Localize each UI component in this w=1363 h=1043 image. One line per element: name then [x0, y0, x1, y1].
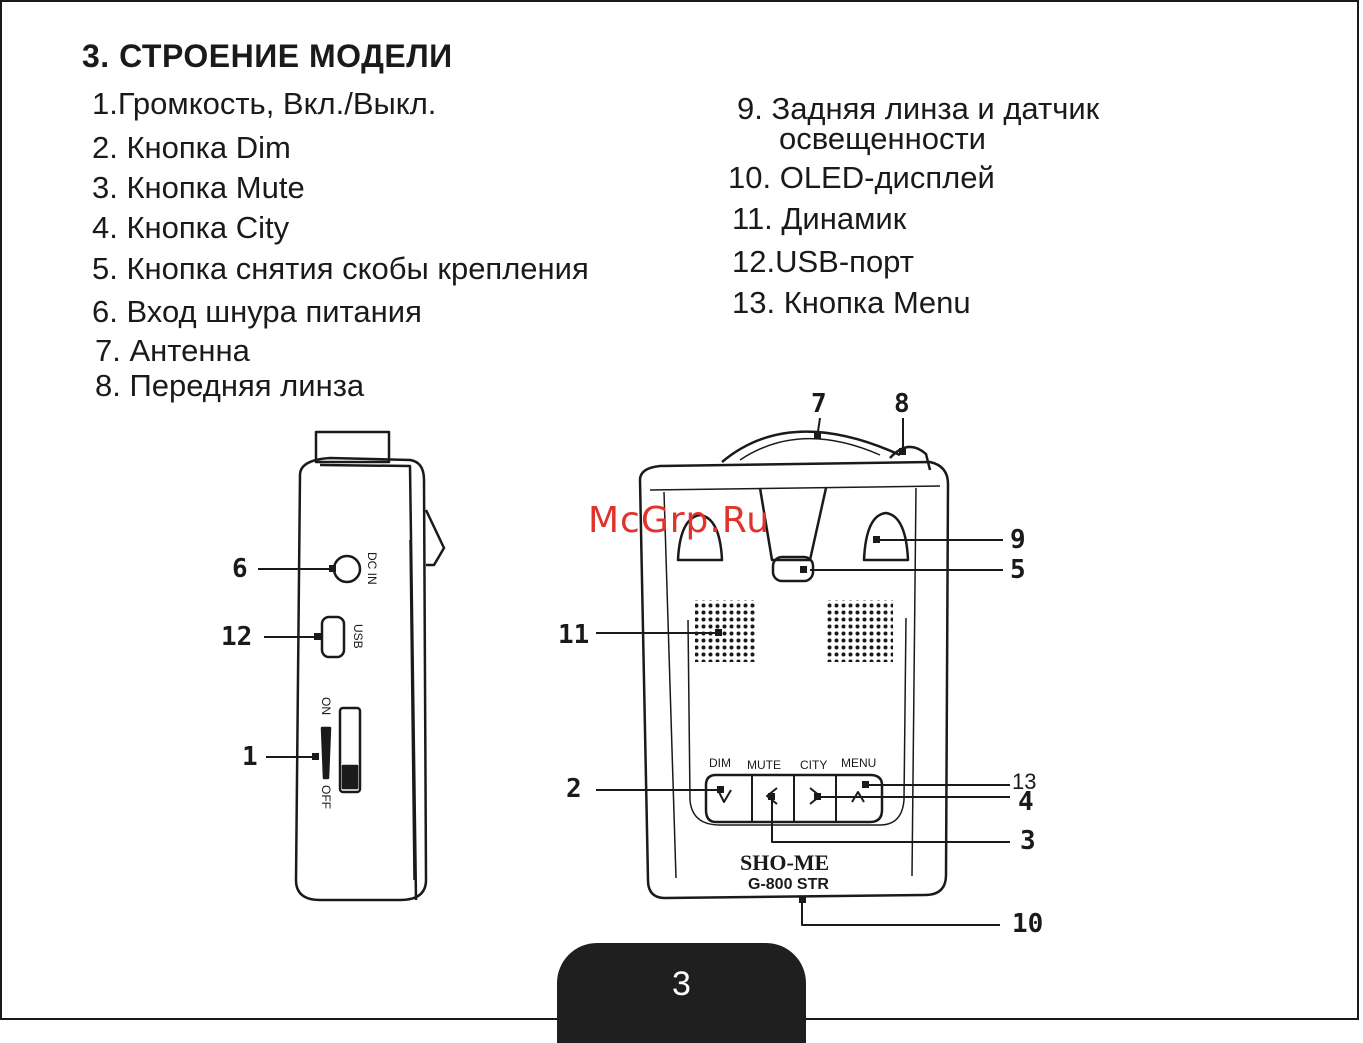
list-item-9-line2: освещенности — [737, 121, 986, 157]
callout-13: 13 — [1012, 769, 1036, 794]
off-label: OFF — [319, 785, 333, 809]
list-item-12: 12.USB-порт — [732, 244, 914, 279]
list-item-4: 4. Кнопка City — [92, 210, 290, 245]
button-panel-outline — [704, 773, 884, 824]
dim-button-icon — [717, 789, 732, 803]
rear-lens-right — [862, 511, 910, 562]
callout-12: 12 — [221, 622, 252, 652]
usb-label: USB — [351, 624, 365, 649]
callout-11: 11 — [558, 620, 589, 650]
dcin-label: DC IN — [365, 552, 379, 585]
callout-8: 8 — [894, 389, 910, 419]
leader-lines — [258, 417, 1010, 926]
display-frame — [687, 617, 907, 826]
page-number: 3 — [672, 965, 691, 1003]
list-item-10: 10. OLED-дисплей — [728, 160, 995, 195]
antenna-dome-inner — [739, 437, 881, 461]
mute-button-icon — [766, 787, 778, 805]
list-item-6: 6. Вход шнура питания — [92, 294, 422, 329]
list-item-7: 7. Антенна — [95, 333, 250, 368]
front-lens-outline — [889, 445, 932, 471]
front-body-outline — [638, 460, 950, 900]
watermark: McGrp.Ru — [588, 500, 771, 541]
city-label: CITY — [800, 758, 827, 772]
button-dividers — [751, 776, 837, 822]
list-item-3: 3. Кнопка Mute — [92, 170, 305, 205]
front-view — [638, 430, 950, 900]
menu-button-icon — [851, 791, 865, 803]
front-body-sides — [663, 487, 917, 879]
speaker-grill-icon — [695, 600, 893, 662]
volume-wedge-icon — [320, 726, 332, 780]
side-edge-line — [409, 539, 415, 881]
callout-2: 2 — [566, 774, 582, 804]
menu-label: MENU — [841, 756, 876, 770]
dim-label: DIM — [709, 756, 731, 770]
callout-3: 3 — [1020, 826, 1036, 856]
section-title: 3. СТРОЕНИЕ МОДЕЛИ — [82, 38, 453, 74]
callout-5: 5 — [1010, 555, 1026, 585]
side-body-outline — [294, 456, 428, 902]
list-item-5: 5. Кнопка снятия скобы крепления — [92, 251, 589, 286]
list-item-9-line1: 9. Задняя линза и датчик — [737, 91, 1100, 126]
list-item-2: 2. Кнопка Dim — [92, 130, 291, 165]
callout-1: 1 — [242, 742, 258, 772]
volume-slider-outline — [338, 706, 362, 794]
callout-7: 7 — [811, 389, 827, 419]
page-number-tab: 3 — [557, 943, 806, 1043]
list-item-13: 13. Кнопка Menu — [732, 285, 971, 320]
mute-label: MUTE — [747, 758, 781, 772]
usb-port-icon — [320, 615, 346, 659]
callout-4: 4 — [1018, 787, 1034, 817]
dcin-jack-icon — [332, 554, 362, 584]
list-item-9-cont: освещенности — [779, 121, 986, 156]
front-body-topline — [649, 485, 941, 491]
list-item-11: 11. Динамик — [732, 201, 907, 236]
rear-lens-left — [676, 513, 724, 562]
side-clip-top — [314, 430, 391, 464]
callout-6: 6 — [232, 554, 248, 584]
antenna-dome-outline — [721, 430, 901, 463]
side-body-inner — [319, 463, 418, 901]
side-view — [294, 430, 446, 902]
model-label: G-800 STR — [748, 876, 829, 893]
on-label: ON — [319, 697, 333, 715]
list-item-8: 8. Передняя линза — [95, 368, 365, 403]
volume-slider-knob-icon — [341, 764, 359, 790]
list-item-1: 1.Громкость, Вкл./Выкл. — [92, 86, 437, 121]
brand-label: SHO-ME — [740, 850, 829, 875]
center-groove — [758, 487, 828, 562]
side-mount-tab — [424, 509, 446, 567]
callout-9: 9 — [1010, 525, 1026, 555]
callout-10: 10 — [1012, 909, 1043, 939]
leader-dots — [312, 432, 906, 903]
